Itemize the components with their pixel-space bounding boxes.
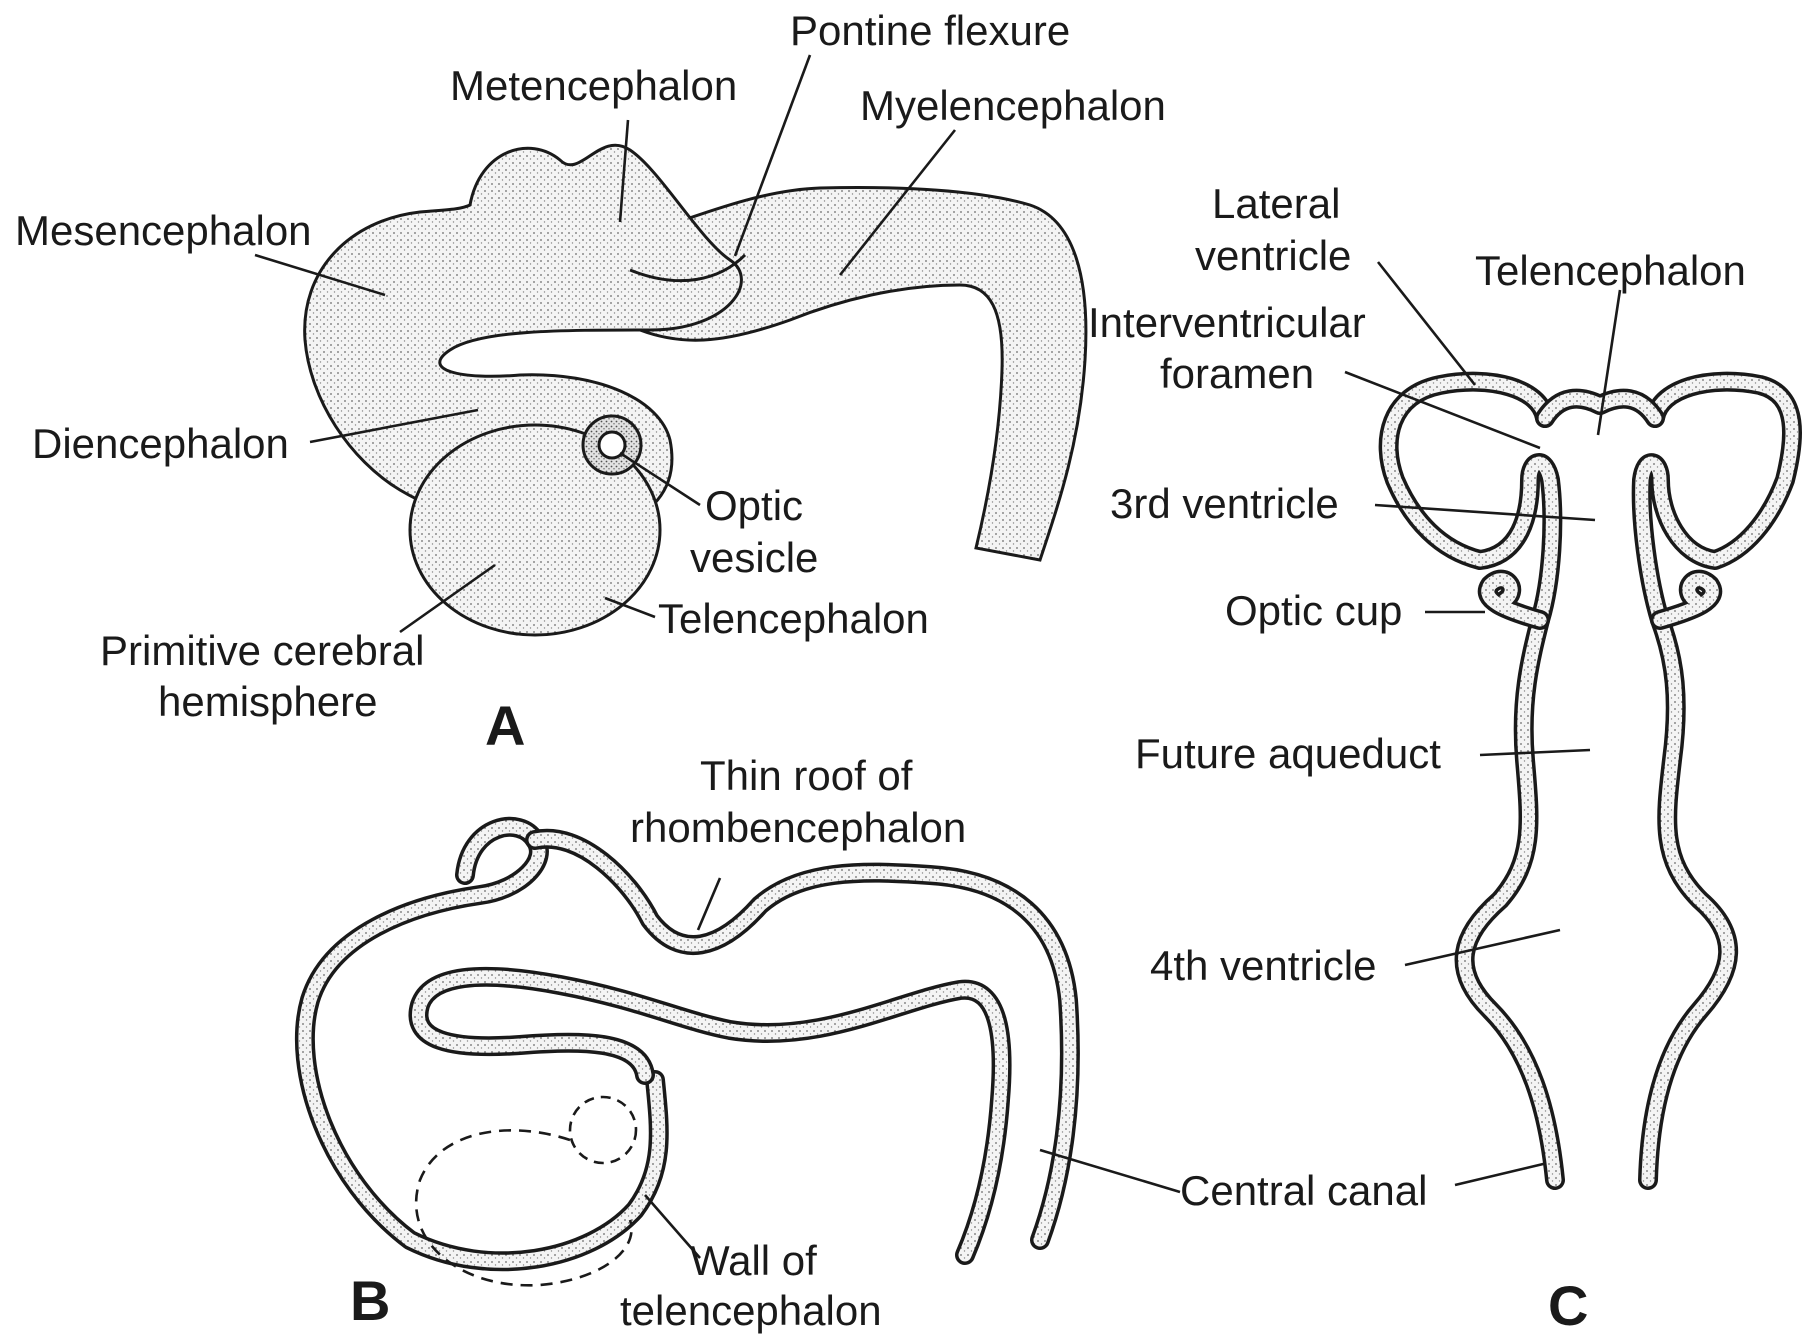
- label-interventricular-line1: Interventricular: [1088, 299, 1366, 346]
- label-thin-roof-line1: Thin roof of: [700, 752, 913, 799]
- label-primitive-hemisphere-line1: Primitive cerebral: [100, 627, 424, 674]
- panel-letter-c: C: [1548, 1274, 1588, 1337]
- leader-lateral-ventricle: [1378, 262, 1475, 385]
- label-telencephalon-c: Telencephalon: [1475, 247, 1746, 294]
- label-future-aqueduct: Future aqueduct: [1135, 730, 1441, 777]
- leader-telencephalon-c: [1598, 290, 1620, 435]
- panel-letter-a: A: [485, 694, 525, 757]
- leader-future-aqueduct: [1480, 750, 1590, 755]
- label-diencephalon: Diencephalon: [32, 420, 289, 467]
- label-myelencephalon: Myelencephalon: [860, 82, 1166, 129]
- panel-c-section: [1389, 382, 1792, 1180]
- dashed-optic-vesicle: [570, 1097, 636, 1163]
- leader-fourth-ventricle: [1405, 930, 1560, 965]
- label-telencephalon-a: Telencephalon: [658, 595, 929, 642]
- panel-b-section: [305, 827, 1070, 1286]
- panel-letter-b: B: [350, 1269, 390, 1332]
- label-primitive-hemisphere-line2: hemisphere: [158, 678, 377, 725]
- label-optic-vesicle-line1: Optic: [705, 482, 803, 529]
- label-fourth-ventricle: 4th ventricle: [1150, 942, 1376, 989]
- label-wall-line1: Wall of: [690, 1237, 817, 1284]
- label-wall-line2: telencephalon: [620, 1287, 882, 1334]
- leader-thin-roof: [698, 878, 720, 930]
- label-central-canal: Central canal: [1180, 1167, 1427, 1214]
- label-metencephalon: Metencephalon: [450, 62, 737, 109]
- label-mesencephalon: Mesencephalon: [15, 207, 312, 254]
- label-lateral-ventricle-line2: ventricle: [1195, 232, 1351, 279]
- inner-wall-canal: [418, 977, 1001, 1255]
- label-interventricular-line2: foramen: [1160, 350, 1314, 397]
- label-optic-cup: Optic cup: [1225, 587, 1402, 634]
- label-pontine-flexure: Pontine flexure: [790, 7, 1070, 54]
- label-thin-roof-line2: rhombencephalon: [630, 804, 966, 851]
- label-optic-vesicle-line2: vesicle: [690, 534, 818, 581]
- label-third-ventricle: 3rd ventricle: [1110, 480, 1339, 527]
- label-lateral-ventricle-line1: Lateral: [1212, 180, 1340, 227]
